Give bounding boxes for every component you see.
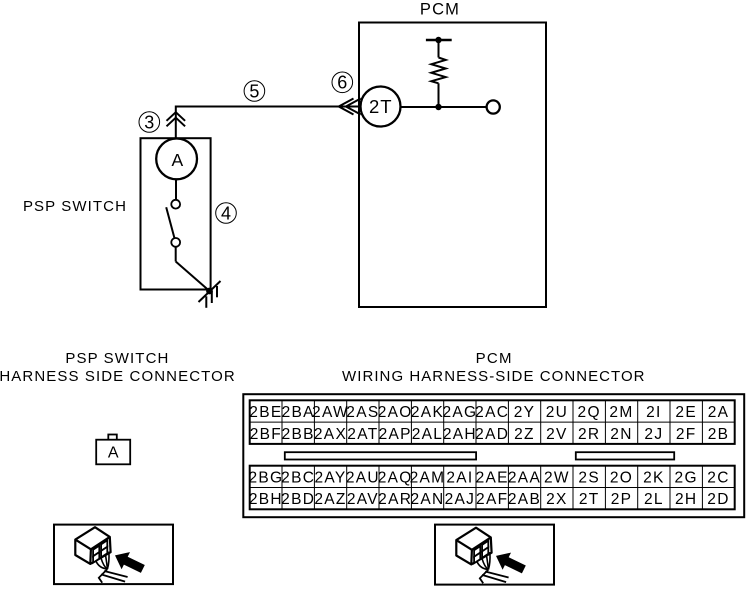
svg-text:2S: 2S xyxy=(578,469,600,486)
svg-text:2AP: 2AP xyxy=(379,426,412,443)
svg-text:2AM: 2AM xyxy=(410,469,446,486)
svg-text:2BC: 2BC xyxy=(281,469,315,486)
svg-text:2I: 2I xyxy=(646,404,662,421)
svg-text:2Z: 2Z xyxy=(514,426,535,443)
svg-text:2BF: 2BF xyxy=(250,426,282,443)
svg-text:2AR: 2AR xyxy=(378,491,412,508)
svg-text:2H: 2H xyxy=(675,491,697,508)
svg-text:2AS: 2AS xyxy=(346,404,379,421)
svg-text:2A: 2A xyxy=(708,404,730,421)
svg-text:2K: 2K xyxy=(643,469,665,486)
svg-text:2AX: 2AX xyxy=(314,426,347,443)
svg-text:2G: 2G xyxy=(675,469,698,486)
svg-text:2AY: 2AY xyxy=(314,469,346,486)
svg-text:2AD: 2AD xyxy=(475,426,509,443)
svg-text:PCM: PCM xyxy=(476,350,513,367)
svg-text:2AK: 2AK xyxy=(411,404,444,421)
svg-text:2P: 2P xyxy=(611,491,633,508)
svg-text:2BG: 2BG xyxy=(248,469,283,486)
svg-text:2AC: 2AC xyxy=(475,404,509,421)
svg-text:2V: 2V xyxy=(546,426,568,443)
svg-text:A: A xyxy=(171,150,183,170)
svg-text:2AL: 2AL xyxy=(412,426,443,443)
svg-text:2AB: 2AB xyxy=(508,491,541,508)
svg-text:2L: 2L xyxy=(644,491,664,508)
svg-text:2E: 2E xyxy=(675,404,697,421)
svg-text:5: 5 xyxy=(249,81,259,101)
svg-text:2D: 2D xyxy=(707,491,729,508)
svg-text:2F: 2F xyxy=(676,426,697,443)
svg-text:2AZ: 2AZ xyxy=(314,491,346,508)
svg-text:2AF: 2AF xyxy=(476,491,508,508)
svg-text:2BA: 2BA xyxy=(282,404,315,421)
svg-text:2R: 2R xyxy=(578,426,600,443)
svg-text:2AG: 2AG xyxy=(442,404,477,421)
svg-text:2AJ: 2AJ xyxy=(445,491,476,508)
svg-text:WIRING HARNESS-SIDE CONNECTOR: WIRING HARNESS-SIDE CONNECTOR xyxy=(342,368,646,385)
svg-text:2AH: 2AH xyxy=(443,426,477,443)
svg-text:2X: 2X xyxy=(546,491,568,508)
svg-text:2BH: 2BH xyxy=(249,491,283,508)
svg-text:2N: 2N xyxy=(610,426,632,443)
svg-text:2T: 2T xyxy=(369,96,393,117)
svg-text:2BB: 2BB xyxy=(282,426,315,443)
svg-text:2BD: 2BD xyxy=(281,491,315,508)
svg-text:2BE: 2BE xyxy=(249,404,282,421)
svg-text:2AW: 2AW xyxy=(312,404,349,421)
svg-text:2B: 2B xyxy=(708,426,730,443)
svg-text:2C: 2C xyxy=(707,469,729,486)
svg-text:2W: 2W xyxy=(544,469,570,486)
svg-text:2O: 2O xyxy=(610,469,633,486)
svg-text:2T: 2T xyxy=(579,491,600,508)
svg-text:2AI: 2AI xyxy=(446,469,473,486)
svg-text:PSP SWITCH: PSP SWITCH xyxy=(23,198,127,215)
svg-text:HARNESS SIDE CONNECTOR: HARNESS SIDE CONNECTOR xyxy=(0,368,236,385)
svg-text:2AV: 2AV xyxy=(347,491,379,508)
svg-text:2Q: 2Q xyxy=(578,404,601,421)
svg-text:2AQ: 2AQ xyxy=(378,469,413,486)
svg-text:2AE: 2AE xyxy=(476,469,509,486)
svg-text:2AT: 2AT xyxy=(347,426,378,443)
svg-text:3: 3 xyxy=(144,112,154,132)
svg-text:2AO: 2AO xyxy=(378,404,413,421)
svg-text:2J: 2J xyxy=(644,426,663,443)
svg-text:A: A xyxy=(108,445,119,462)
svg-text:2Y: 2Y xyxy=(514,404,536,421)
svg-text:2AA: 2AA xyxy=(508,469,541,486)
svg-text:2AN: 2AN xyxy=(410,491,444,508)
svg-text:6: 6 xyxy=(337,73,347,93)
svg-text:2AU: 2AU xyxy=(346,469,380,486)
svg-text:PCM: PCM xyxy=(420,1,460,19)
svg-text:2M: 2M xyxy=(609,404,633,421)
svg-text:2U: 2U xyxy=(546,404,568,421)
svg-text:4: 4 xyxy=(221,203,231,223)
svg-text:PSP SWITCH: PSP SWITCH xyxy=(65,350,169,367)
